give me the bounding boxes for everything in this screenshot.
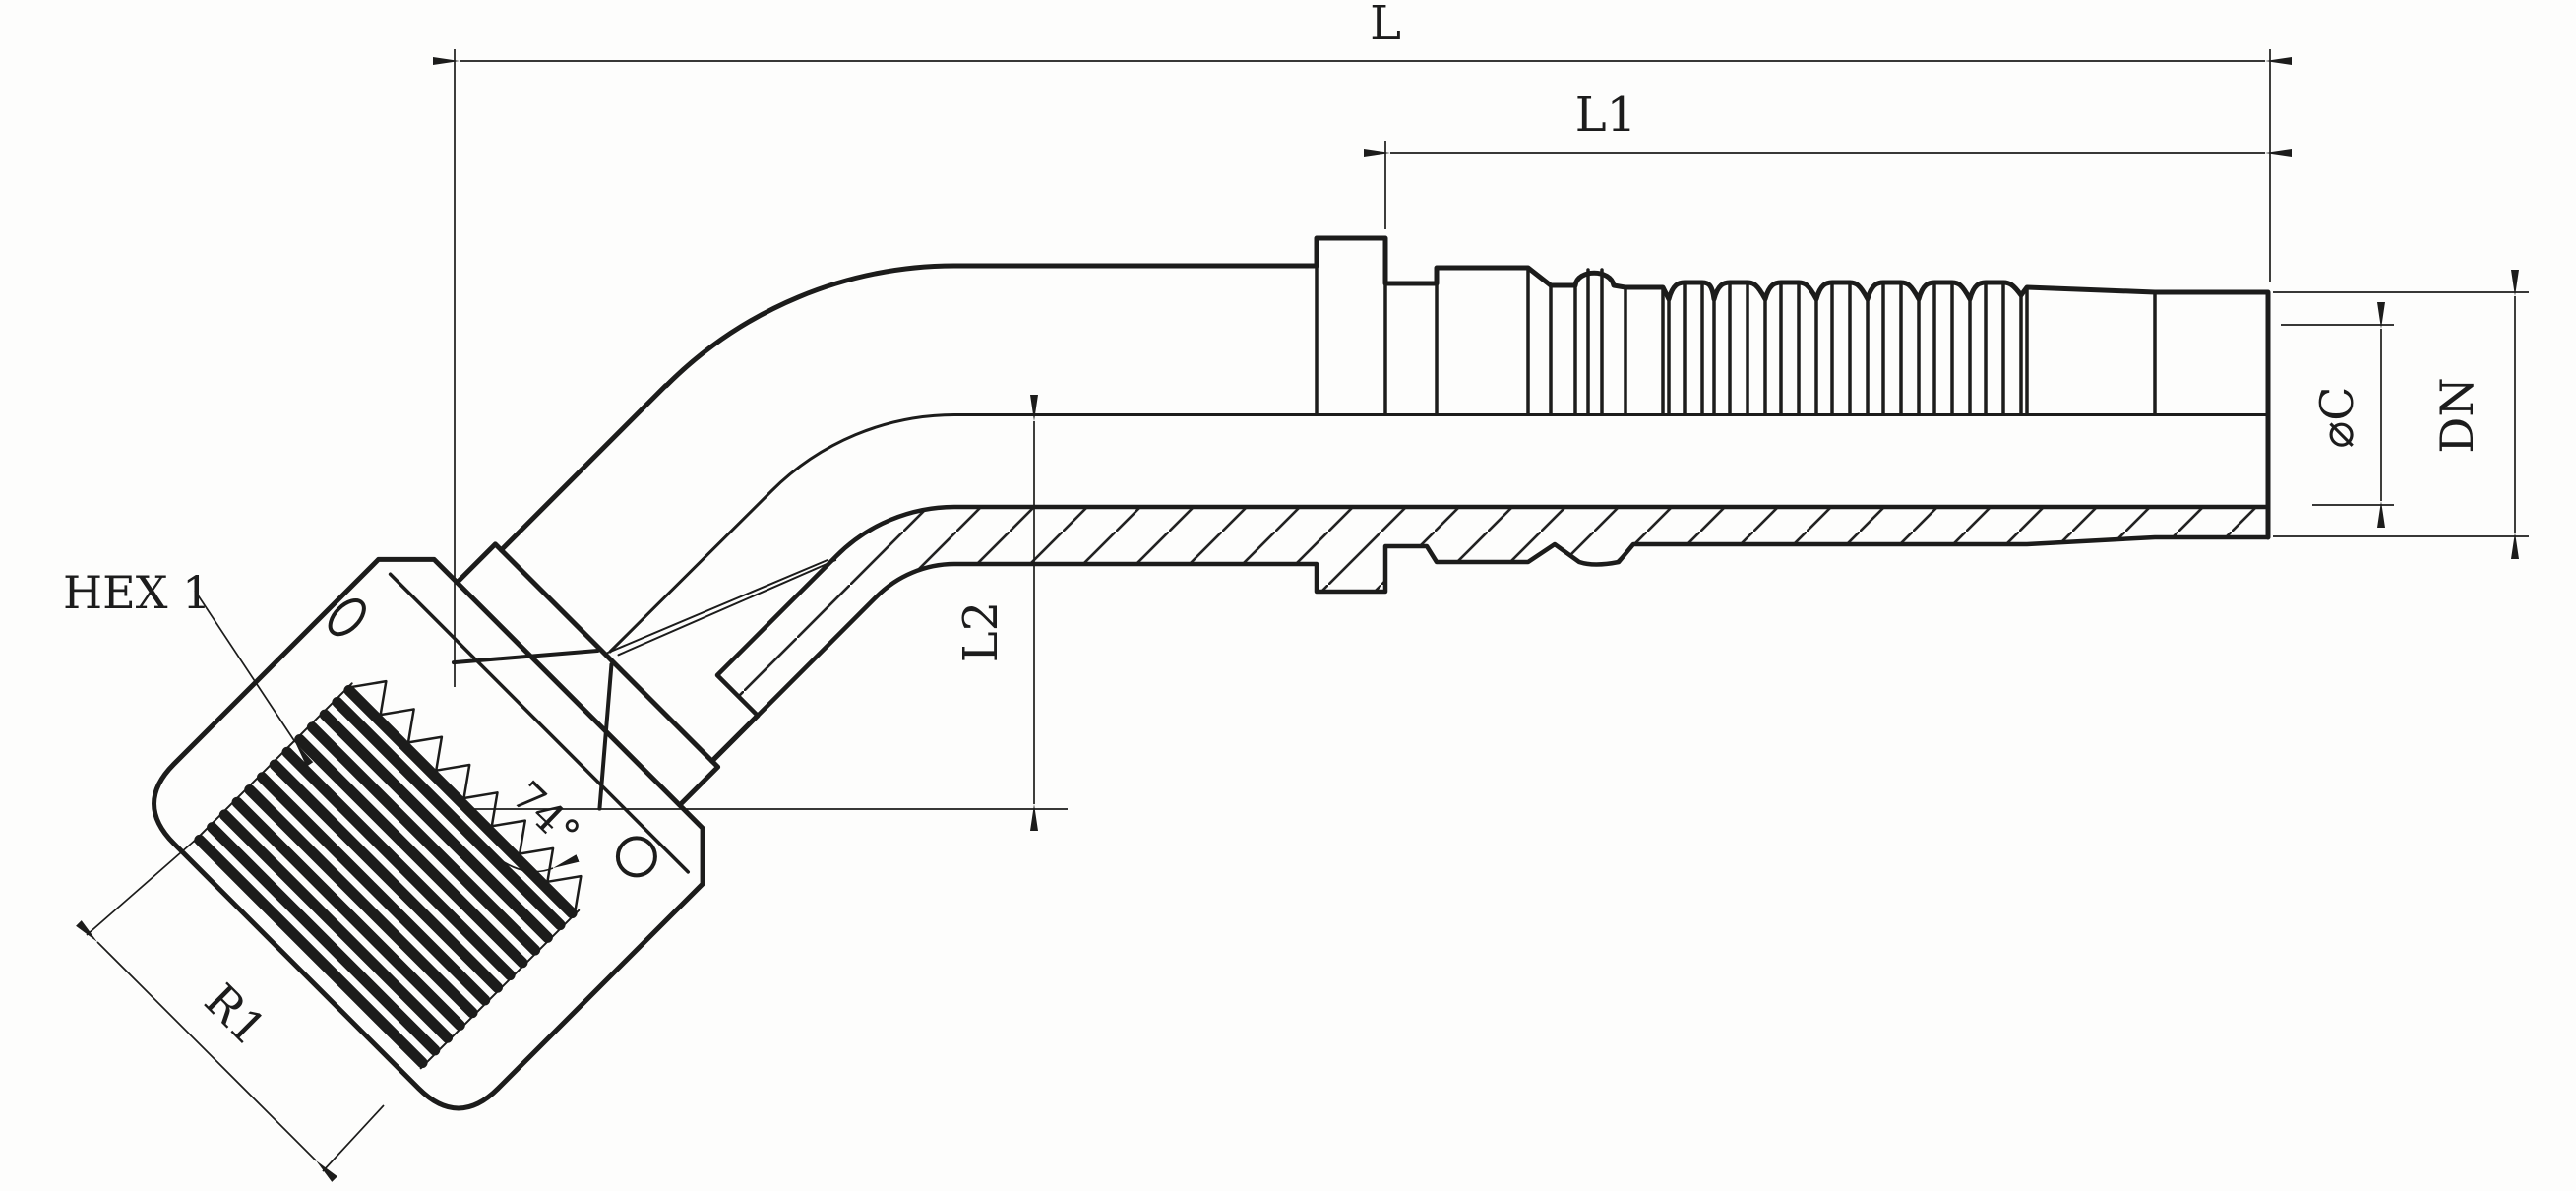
seat-double-line [604,559,837,657]
swivel-nut-assembly [152,383,837,1111]
leader-hex1 [194,590,314,767]
label-thread: R1 [195,973,276,1055]
label-nominal-bore: DN [2430,377,2484,453]
label-seat-angle: 74° [503,772,589,857]
label-overall-length: L [1370,0,1401,51]
spud-outline [454,541,721,808]
leader-seat-angle [489,851,580,873]
nut-chamfer-ring [388,572,690,874]
dimension-lines [76,49,2529,1182]
bend-outer-top [663,263,957,389]
fitting-body [152,235,2271,1111]
top-profile [951,235,2271,540]
retaining-ball [615,836,657,878]
label-elbow-drop: L2 [953,601,1009,662]
tube-outer-edges [498,383,761,764]
label-tail-length: L1 [1575,88,1636,143]
extension-lines [86,49,2529,1172]
axis-line [608,413,2270,654]
cone-seat-lines [451,649,614,811]
label-collar-diameter: ⌀C [2310,387,2363,449]
feature-verticals [1315,264,2157,415]
label-hex: HEX 1 [63,566,211,619]
dim-line-R1 [76,920,337,1182]
section-wall-hatched [714,504,2271,719]
hex-nut-outline [152,556,705,1111]
nut-dimple-hole [328,598,366,637]
thread-zigzag [351,679,583,911]
